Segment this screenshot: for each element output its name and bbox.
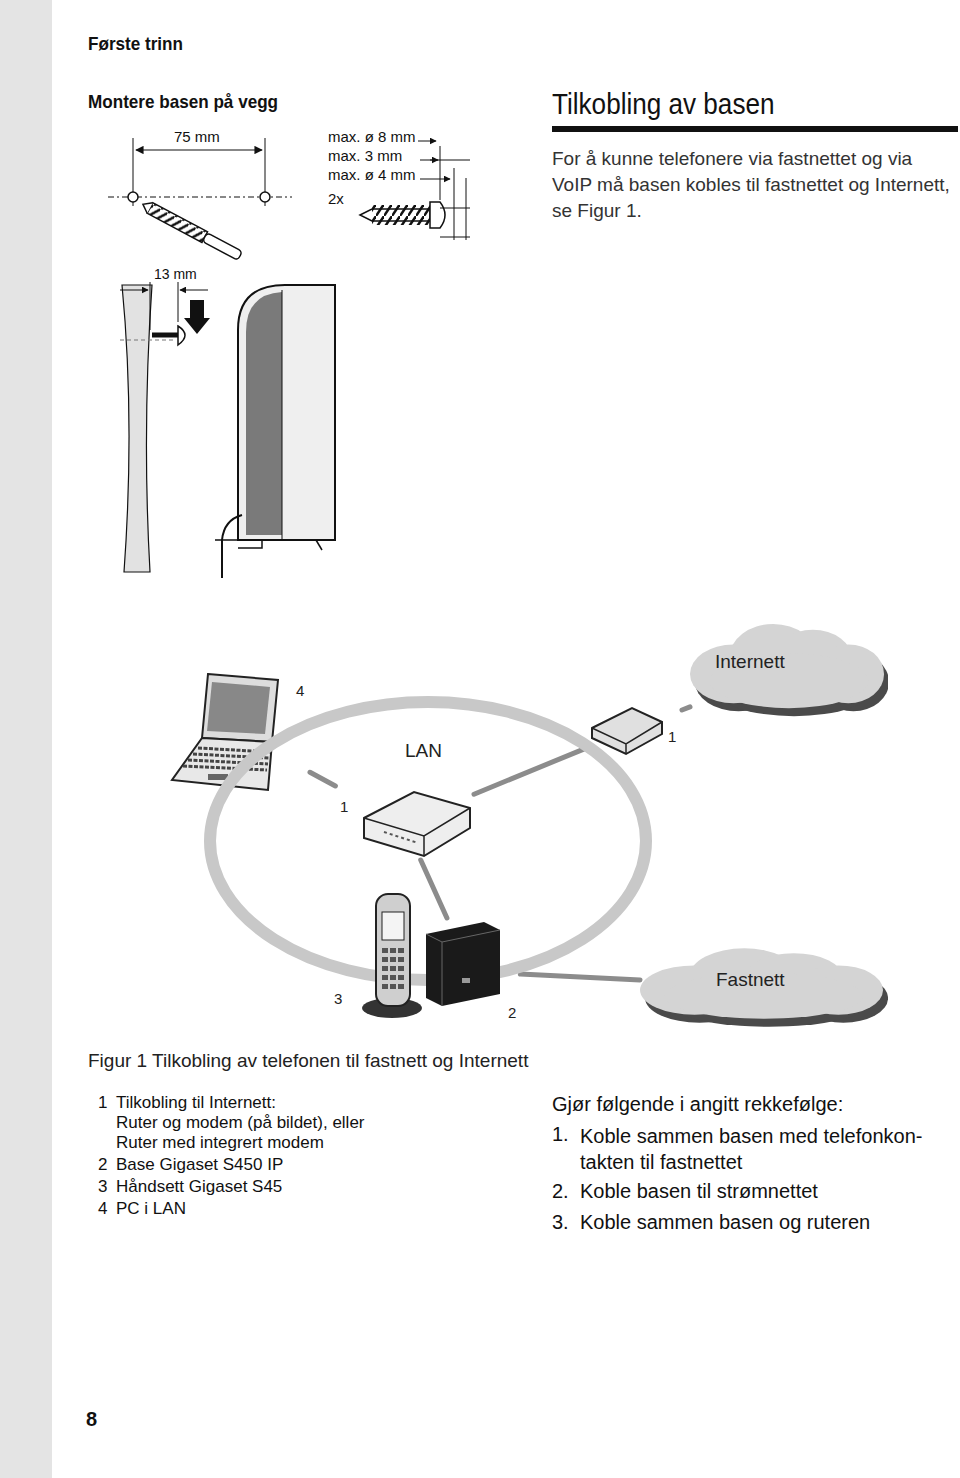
network-label: Internett <box>715 651 785 673</box>
cable <box>310 772 335 786</box>
device-figure: 2 <box>422 918 520 1025</box>
text-label: 2. <box>552 1180 569 1203</box>
dimension-label: max. 3 mm <box>328 147 402 164</box>
device-figure: 1 <box>334 786 474 860</box>
dimension-label: 13 mm <box>154 266 197 282</box>
text-label: 3. <box>552 1211 569 1234</box>
dimension-label: 2x <box>328 190 344 207</box>
text-label: 3 <box>98 1177 107 1197</box>
figure-caption: Figur 1 Tilkobling av telefonen til fast… <box>88 1050 528 1072</box>
text-label: Koble basen til strømnettet <box>580 1180 818 1203</box>
callout-number: 1 <box>340 798 348 815</box>
network-label: Fastnett <box>716 969 785 991</box>
text-label: Håndsett Gigaset S45 <box>116 1177 282 1197</box>
phone-shape <box>330 890 422 1022</box>
text-label: 1 <box>98 1093 107 1113</box>
callout-number: 1 <box>668 728 676 745</box>
text-label: 8 <box>86 1408 97 1431</box>
section-heading: Tilkobling av basen <box>552 88 774 121</box>
text-label: PC i LAN <box>116 1199 186 1219</box>
callout-number: 4 <box>296 682 304 699</box>
text-label: Ruter og modem (på bildet), eller Ruter … <box>116 1113 406 1153</box>
cable <box>682 707 690 710</box>
base-shape <box>422 918 520 1022</box>
router-shape <box>334 786 474 860</box>
callout-number: 2 <box>508 1004 516 1021</box>
network-label: LAN <box>405 740 442 762</box>
cable <box>421 860 447 918</box>
dimension-label: max. ø 4 mm <box>328 166 416 183</box>
network-cloud: Internett <box>690 620 888 718</box>
device-figure: 3 <box>330 890 422 1022</box>
cable <box>474 747 588 794</box>
text-label: Tilkobling til Internett: <box>116 1093 276 1113</box>
network-cloud: Fastnett <box>640 945 888 1027</box>
dimension-label: 75 mm <box>174 128 220 145</box>
dimension-label: max. ø 8 mm <box>328 128 416 145</box>
text-label: Koble sammen basen og ruteren <box>580 1211 870 1234</box>
callout-number: 3 <box>334 990 342 1007</box>
text-label: 4 <box>98 1199 107 1219</box>
text-label: Gjør følgende i angitt rekkefølge: <box>552 1093 843 1116</box>
modem-shape <box>588 700 682 756</box>
device-figure: 1 <box>588 700 682 756</box>
cable <box>520 974 640 980</box>
dimension-label: For å kunne telefonere via fastnettet og… <box>552 146 957 224</box>
text-label: Base Gigaset S450 IP <box>116 1155 283 1175</box>
page-heading: Montere basen på vegg <box>88 91 278 113</box>
text-label: 1. <box>552 1123 569 1146</box>
page-margin-strip <box>0 0 52 1478</box>
page-heading: Første trinn <box>88 33 183 55</box>
text-label: Koble sammen basen med telefonkon- takte… <box>580 1123 960 1175</box>
text-label: 2 <box>98 1155 107 1175</box>
